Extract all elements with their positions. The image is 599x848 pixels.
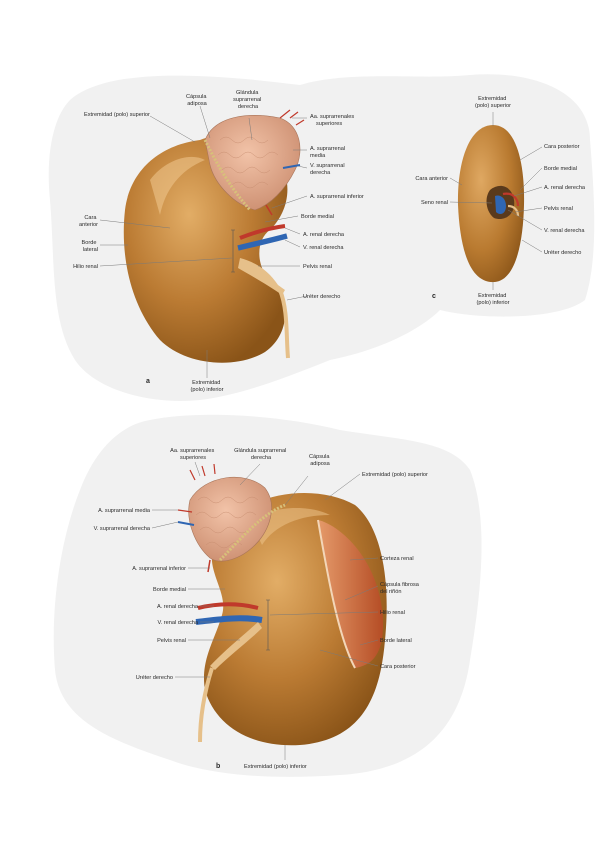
label-c-seno-renal: Seno renal (421, 200, 448, 206)
leader-lines-c (449, 112, 543, 290)
renal-vein-c (495, 195, 506, 214)
renal-vein-b (195, 615, 263, 625)
renal-artery-c (502, 192, 520, 207)
label-b-a-suprarrenal-media: A. suprarrenal media (98, 508, 151, 514)
label-a-ureter-derecho: Uréter derecho (303, 294, 340, 300)
renal-artery-b (197, 602, 259, 610)
label-b-glandula-suprarrenal: Glándula suprarrenal derecha (234, 448, 288, 461)
ureter-a (278, 289, 290, 359)
figure-b: Aa. suprarrenales superiores Glándula su… (94, 448, 428, 770)
label-a-borde-medial: Borde medial (301, 214, 334, 220)
suprarenal-artery-inf-b (207, 559, 211, 573)
adipose-capsule-a (203, 139, 252, 211)
renal-vein-a (237, 233, 288, 251)
label-b-v-suprarrenal-derecha: V. suprarrenal derecha (94, 526, 151, 532)
renal-artery-a (239, 224, 286, 240)
leader-lines-a (99, 105, 308, 378)
label-a-a-suprarrenal-inferior: A. suprarrenal inferior (310, 194, 364, 200)
label-b-hilio-renal: Hilio renal (380, 610, 405, 616)
panel-letter-a: a (146, 378, 150, 385)
renal-pelvis-a (238, 258, 285, 295)
label-a-extremidad-inferior: Extremidad (polo) inferior (191, 380, 224, 393)
label-b-borde-medial: Borde medial (153, 587, 186, 593)
figure-a: Extremidad (polo) superior Cápsula adipo… (73, 90, 364, 393)
label-b-extremidad-superior: Extremidad (polo) superior (362, 472, 428, 478)
label-a-extremidad-superior: Extremidad (polo) superior (84, 112, 150, 118)
label-b-pelvis-renal: Pelvis renal (157, 638, 186, 644)
panel-letter-c: c (432, 293, 436, 300)
label-b-a-renal-derecha: A. renal derecha (157, 604, 199, 610)
hilum-bracket-b (266, 599, 270, 651)
label-c-cara-anterior: Cara anterior (415, 176, 448, 182)
label-a-a-suprarrenal-media: A. suprarrenal media (310, 146, 347, 159)
renal-pelvis-b (210, 622, 262, 670)
suprarenal-artery-media-b (177, 509, 193, 513)
suprarenal-arteries-sup-b (189, 463, 216, 481)
adrenal-texture-b (195, 496, 259, 549)
label-c-cara-posterior: Cara posterior (544, 144, 580, 150)
adrenal-gland-a (204, 115, 301, 211)
suprarenal-artery-inf-a (265, 204, 273, 216)
label-a-hilio-renal: Hilio renal (73, 264, 98, 270)
label-b-ureter-derecho: Uréter derecho (136, 675, 173, 681)
panel-letter-b: b (216, 763, 220, 770)
label-a-capsula-adiposa: Cápsula adiposa (186, 94, 208, 107)
suprarenal-artery-sup-a (279, 109, 305, 126)
label-a-aa-suprarrenales: Aa. suprarrenales superiores (310, 114, 356, 127)
suprarenal-vein-a (282, 164, 301, 169)
label-b-borde-lateral: Borde lateral (380, 638, 412, 644)
label-c-extremidad-inferior: Extremidad (polo) inferior (477, 293, 510, 306)
label-c-pelvis-renal: Pelvis renal (544, 206, 573, 212)
label-b-capsula-fibrosa: Cápsula fibrosa del riñón (380, 582, 420, 595)
label-c-v-renal-derecha: V. renal derecha (544, 228, 585, 234)
label-c-borde-medial: Borde medial (544, 166, 577, 172)
cortex-b (318, 520, 384, 668)
adrenal-gland-b (188, 476, 272, 562)
kidney-a-shine (150, 156, 205, 215)
label-a-cara-anterior: Cara anterior (79, 215, 98, 228)
label-c-a-renal-derecha: A. renal derecha (544, 185, 586, 191)
label-a-v-renal-derecha: V. renal derecha (303, 245, 344, 251)
label-a-glandula-suprarrenal: Glándula suprarrenal derecha (233, 90, 263, 110)
adipose-capsule-b (218, 503, 286, 562)
label-a-a-renal-derecha: A. renal derecha (303, 232, 345, 238)
label-b-capsula-adiposa: Cápsula adiposa (309, 454, 331, 467)
label-a-pelvis-renal: Pelvis renal (303, 264, 332, 270)
label-b-aa-suprarrenales: Aa. suprarrenales superiores (170, 448, 216, 461)
label-a-v-suprarrenal-derecha: V. suprarrenal derecha (310, 163, 346, 176)
renal-pelvis-c (507, 204, 520, 217)
leader-lines-b (151, 461, 379, 760)
label-b-corteza-renal: Corteza renal (380, 556, 414, 562)
adrenal-texture-a (217, 136, 279, 189)
label-b-a-suprarrenal-inferior: A. suprarrenal inferior (132, 566, 186, 572)
suprarenal-vein-b (177, 521, 195, 526)
label-b-cara-posterior: Cara posterior (380, 664, 416, 670)
figure-c: Extremidad (polo) superior Cara posterio… (415, 96, 586, 306)
label-a-borde-lateral: Borde lateral (82, 240, 99, 253)
ureter-b (198, 667, 214, 743)
label-c-extremidad-superior: Extremidad (polo) superior (475, 96, 511, 109)
fibrous-capsule-b (317, 519, 356, 669)
label-b-extremidad-inferior: Extremidad (polo) inferior (244, 764, 307, 770)
label-c-ureter-derecho: Uréter derecho (544, 250, 581, 256)
hilum-bracket-a (231, 229, 235, 273)
label-b-v-renal-derecha: V. renal derecha (157, 620, 198, 626)
